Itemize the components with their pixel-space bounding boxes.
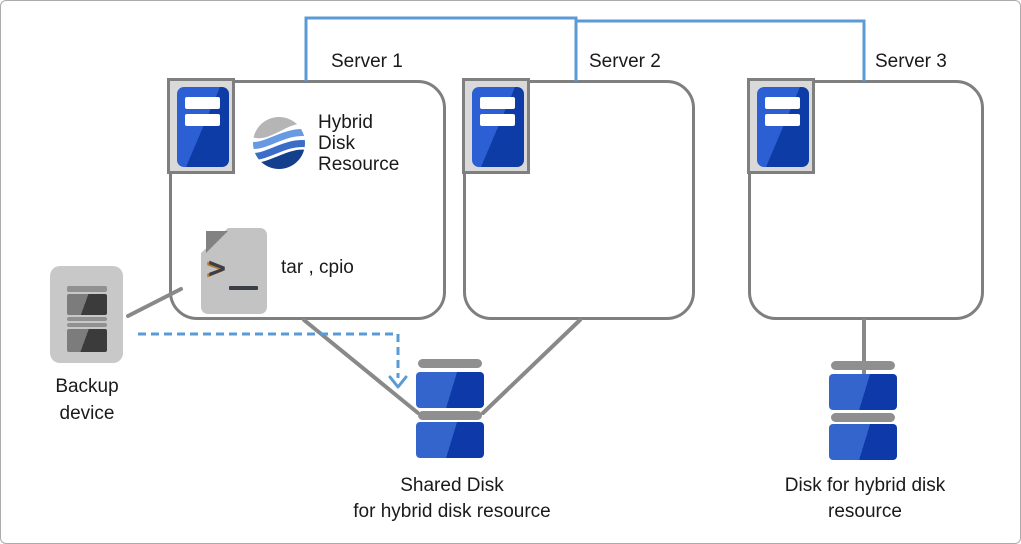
device-slot [67,323,107,327]
server-tower-icon [177,87,229,167]
network-link-server1-server2 [304,16,578,81]
shell-script-file-icon: > [201,228,267,314]
device-slot [67,286,107,292]
hybrid-disk-icon [829,361,897,460]
disk-platter [829,374,897,410]
disk-cap [418,359,482,368]
disk-cap [831,361,895,370]
server-tower-icon [472,87,524,167]
connector-backup-to-server1 [126,287,183,318]
device-slot [67,317,107,321]
backup-dashed-arrow-line [138,332,400,378]
shared-disk-label-line2: for hybrid disk resource [353,501,551,522]
server-icon [747,78,815,174]
server-drive-bay [765,114,800,126]
backup-tape-device-icon [50,266,123,363]
tar-cpio-label: tar , cpio [281,257,354,278]
server-drive-bay [765,97,800,109]
disk-cap [418,411,482,420]
hybrid-disk-label: Disk for hybrid disk resource [745,473,985,525]
network-link-server2-server3 [577,19,866,81]
prompt-underscore [229,286,258,290]
server1-label: Server 1 [331,51,403,72]
prompt-gt-glyph: > [208,251,227,286]
server-drive-bay [480,97,515,109]
shared-disk-icon [416,359,484,458]
device-drive [67,294,107,315]
server-icon [167,78,235,174]
hybrid-disk-label-line2: resource [828,501,902,522]
shared-disk-label: Shared Disk for hybrid disk resource [332,473,572,525]
connector-server2-to-shared-disk [481,318,582,415]
hybrid-disk-label-line1: Disk for hybrid disk [784,475,946,496]
server-tower-icon [757,87,809,167]
disk-platter [829,424,897,460]
disk-platter [416,422,484,458]
server-drive-bay [480,114,515,126]
server-drive-bay [185,97,220,109]
disk-cap [831,413,895,422]
server-drive-bay [185,114,220,126]
globe-waves-icon [253,117,305,169]
backup-dashed-arrow-head [388,375,408,389]
shared-disk-label-line1: Shared Disk [400,475,504,496]
server-icon [462,78,530,174]
backup-device-label: Backup device [55,376,119,424]
disk-platter [416,372,484,408]
server3-label: Server 3 [875,51,947,72]
device-drive [67,329,107,352]
server2-label: Server 2 [589,51,661,72]
hybrid-disk-resource-label: Hybrid Disk Resource [318,112,400,175]
